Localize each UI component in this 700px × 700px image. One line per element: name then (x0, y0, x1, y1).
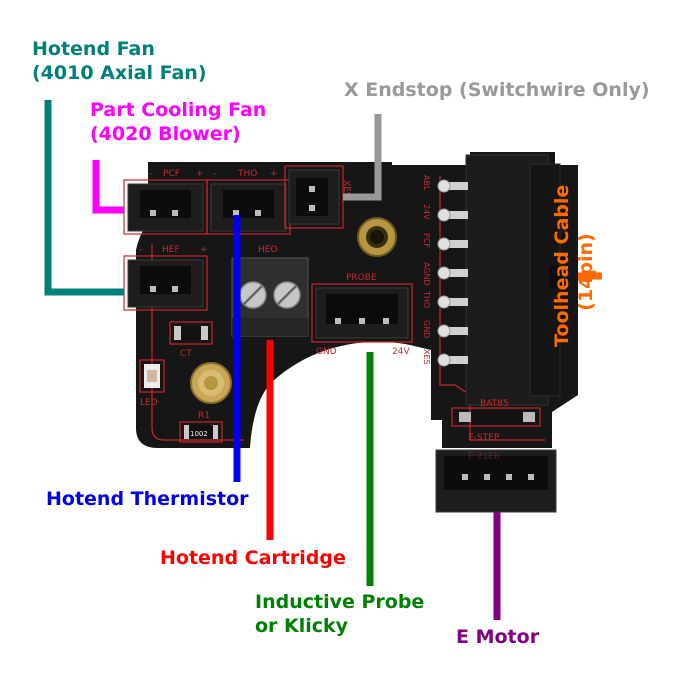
pin-labels: ABL 24V PCF AGND THO GND XES (422, 175, 431, 365)
silk-tho: THO (237, 169, 257, 179)
callout-part-cooling-fan-line2: (4020 Blower) (90, 122, 266, 146)
callout-e-motor: E Motor (456, 625, 539, 649)
silk-hef-minus: - (139, 245, 142, 255)
callout-hotend-thermistor: Hotend Thermistor (46, 487, 249, 511)
callout-x-endstop: X Endstop (Switchwire Only) (344, 78, 650, 102)
callout-toolhead-cable-line1: Toolhead Cable (550, 197, 574, 347)
callout-toolhead-cable: Toolhead Cable (14pin) (550, 197, 598, 347)
connector-pin-pad (438, 325, 450, 337)
pin-label-xes: XES (422, 349, 431, 365)
silk-r1: R1 (198, 411, 210, 421)
silk-gnd: GND (316, 347, 337, 357)
connector-pin-pad (438, 238, 450, 250)
xes-connector (285, 166, 343, 228)
connector-pin-pad (438, 209, 450, 221)
callout-inductive-probe-line2: or Klicky (255, 614, 424, 638)
callout-part-cooling-fan-line1: Part Cooling Fan (90, 98, 266, 122)
pcf-connector (124, 180, 207, 234)
callout-x-endstop-text: X Endstop (Switchwire Only) (344, 78, 650, 102)
connector-pin-pad (438, 354, 450, 366)
silk-heo: HEO (258, 245, 278, 255)
callout-hotend-cartridge: Hotend Cartridge (160, 546, 346, 570)
probe-connector (312, 284, 412, 342)
silk-hef: HEF (162, 245, 180, 255)
tho-connector (207, 180, 290, 234)
pin-label-abl: ABL (422, 175, 431, 191)
callout-hotend-fan: Hotend Fan (4010 Axial Fan) (32, 37, 207, 85)
silk-probe: PROBE (346, 273, 377, 283)
silk-24v: 24V (392, 347, 410, 357)
silk-pcf: PCF (163, 169, 180, 179)
silk-estep: E-STEP (468, 433, 500, 443)
silk-tho-plus: + (270, 169, 278, 179)
callout-part-cooling-fan: Part Cooling Fan (4020 Blower) (90, 98, 266, 146)
hef-connector (124, 256, 207, 310)
callout-inductive-probe: Inductive Probe or Klicky (255, 590, 424, 638)
silk-tho-minus: - (213, 169, 216, 179)
silk-hef-plus: + (200, 245, 208, 255)
callout-hotend-fan-line2: (4010 Axial Fan) (32, 61, 207, 85)
silk-led: LED (140, 398, 158, 408)
silk-estep-mirror: E-STEP (468, 449, 500, 459)
pin-label-agnd: AGND (422, 262, 431, 286)
connector-pin-pad (438, 267, 450, 279)
callout-toolhead-cable-line2: (14pin) (574, 197, 598, 347)
connector-pin-pad (438, 296, 450, 308)
callout-hotend-thermistor-text: Hotend Thermistor (46, 487, 249, 511)
connector-pin-pad (438, 180, 450, 192)
callout-e-motor-text: E Motor (456, 625, 539, 649)
pin-label-tho: THO (422, 290, 431, 308)
silk-pcf-plus: + (196, 169, 204, 179)
pin-label-pcf: PCF (422, 233, 431, 248)
silk-ct: CT (180, 349, 192, 359)
callout-hotend-fan-line1: Hotend Fan (32, 37, 207, 61)
silk-r1-code: 1002 (190, 430, 208, 438)
silk-bat85: BAT85 (480, 399, 509, 409)
brass-insert-bottom (191, 363, 231, 403)
leader-part-cooling-fan (96, 160, 124, 210)
brass-insert-top (358, 218, 396, 256)
silk-pcf-minus: - (149, 169, 152, 179)
heo-screw-terminal (232, 258, 308, 336)
pin-label-24v: 24V (422, 204, 431, 220)
pin-label-gnd: GND (422, 320, 431, 338)
callout-inductive-probe-line1: Inductive Probe (255, 590, 424, 614)
callout-hotend-cartridge-text: Hotend Cartridge (160, 546, 346, 570)
